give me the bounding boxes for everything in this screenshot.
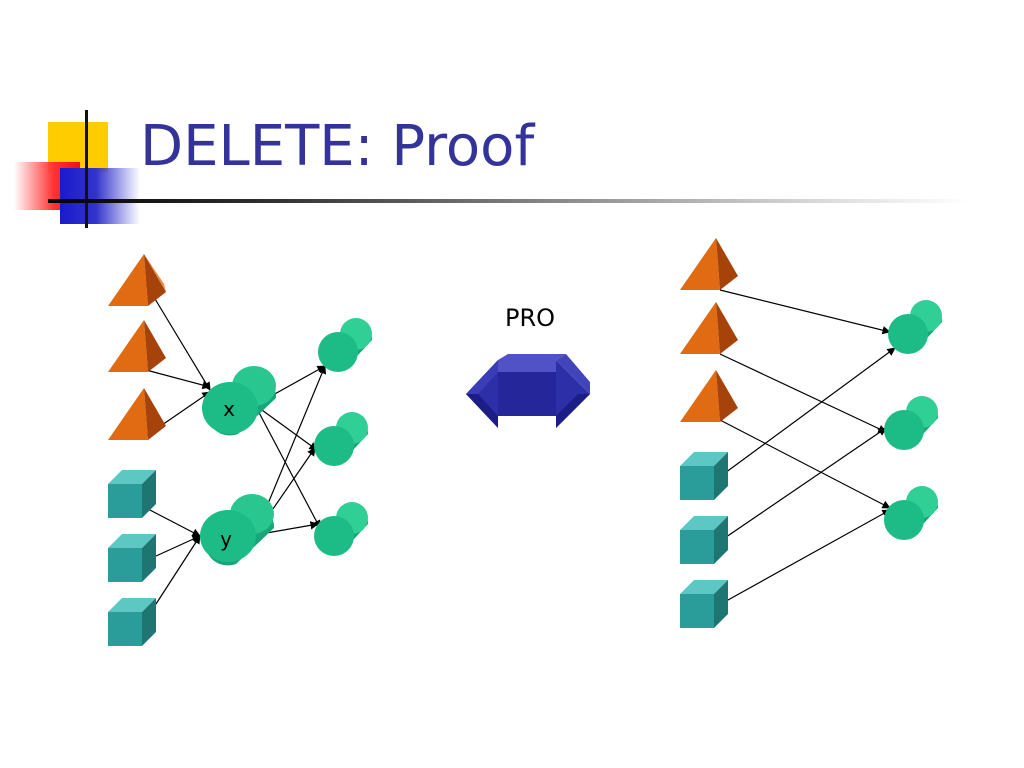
node-x-label: x (223, 397, 235, 421)
logo-vertical-line (85, 110, 88, 228)
edge (709, 427, 887, 549)
right-graph-edges (709, 289, 896, 611)
edge (719, 289, 891, 335)
cylinder-node (314, 502, 369, 556)
double-arrow-icon (466, 354, 590, 428)
slide-title: DELETE: Proof (140, 114, 535, 179)
node-y-label: y (220, 527, 232, 551)
pro-label: PRO (505, 304, 555, 332)
pyramid-node (680, 370, 738, 422)
edge (145, 369, 211, 390)
logo-blue-square (60, 168, 140, 224)
pyramid-node (680, 302, 738, 354)
edge (254, 404, 318, 451)
edge (145, 507, 201, 537)
title-underline (48, 199, 968, 203)
edge (155, 535, 201, 605)
cube-node (108, 470, 156, 518)
edge (145, 283, 211, 391)
edge (254, 404, 321, 529)
cylinder-node (884, 486, 939, 540)
cube-node (680, 580, 728, 628)
edge (719, 419, 891, 509)
slide-logo-decoration (0, 100, 150, 240)
left-graph: x y (108, 254, 373, 646)
edge (709, 509, 891, 611)
cylinder-node (884, 396, 939, 450)
cube-node (680, 452, 728, 500)
cube-node (680, 516, 728, 564)
right-graph (680, 238, 943, 628)
cylinder-node-y: y (200, 494, 275, 566)
pyramid-node (108, 388, 166, 440)
pyramid-node (108, 320, 166, 372)
pro-transformation: PRO (466, 304, 590, 428)
cylinder-node (888, 300, 943, 354)
pyramid-node (108, 254, 166, 306)
edge (719, 353, 887, 433)
cube-node (108, 534, 156, 582)
pyramid-node (680, 238, 738, 290)
cylinder-node-x: x (202, 366, 277, 436)
cube-node (108, 598, 156, 646)
cylinder-node (318, 318, 373, 372)
cylinder-node (314, 412, 369, 466)
edge (709, 347, 896, 485)
